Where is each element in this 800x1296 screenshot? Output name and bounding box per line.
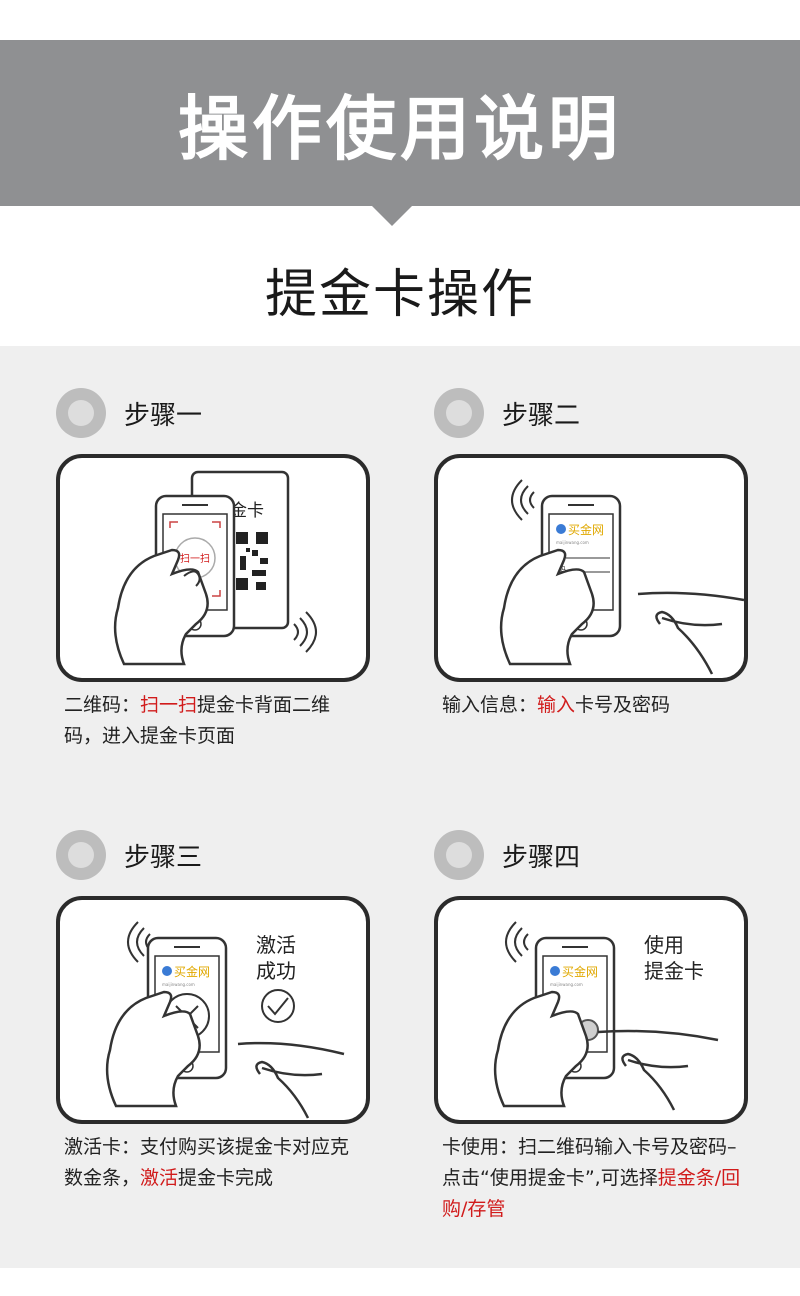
step-4-circle-icon — [434, 830, 484, 880]
step-1-label: 步骤一 — [124, 400, 203, 431]
step-3-circle-icon — [56, 830, 106, 880]
caption-highlight: 输入 — [537, 694, 576, 716]
scan-button: 扫一扫 — [180, 552, 210, 565]
step-1-illustration: 金卡 — [56, 454, 370, 682]
caption-text: 输入信息： — [442, 694, 538, 716]
success-check-icon — [261, 989, 295, 1023]
caption-highlight: 激活 — [140, 1167, 179, 1189]
scan-qr-illustration: 金卡 — [113, 470, 317, 666]
header-banner: 操作使用说明 — [0, 40, 800, 206]
activate-illustration: 买金网 maijinwang.com 激活 成功 — [105, 921, 345, 1119]
activate-line2: 成功 — [256, 959, 296, 983]
use-line2: 提金卡 — [644, 959, 704, 983]
logo-text: 买金网 — [174, 964, 210, 979]
logo-text: 买金网 — [562, 964, 598, 979]
footer-strip — [0, 1268, 800, 1296]
caption-text: 提金卡完成 — [178, 1167, 274, 1189]
caption-highlight: 扫一扫 — [140, 694, 198, 716]
qr-code-icon — [236, 532, 268, 592]
step-2-circle-icon — [434, 388, 484, 438]
caption-text: 二维码： — [64, 694, 141, 716]
nfc-wave-icon — [127, 921, 151, 963]
input-info-illustration: 买金网 maijinwang.com 卡号 密码 — [499, 479, 744, 675]
logo-bag-icon — [162, 966, 172, 976]
banner-arrow — [372, 206, 412, 226]
logo-bag-icon — [556, 524, 566, 534]
activate-line1: 激活 — [256, 933, 296, 957]
step-4-caption: 卡使用：扫二维码输入卡号及密码–点击“使用提金卡”,可选择提金条/回购/存管 — [442, 1132, 742, 1225]
use-card-illustration: 买金网 maijinwang.com 使用 提金卡 — [493, 921, 719, 1111]
step-1-circle-icon — [56, 388, 106, 438]
caption-text: 激活卡：支付购买该提金卡对应克数金条， — [64, 1136, 350, 1189]
nfc-wave-icon — [505, 921, 529, 963]
caption-text: 提金卡背面二维码，进入提金卡页面 — [64, 694, 331, 747]
page-subtitle: 提金卡操作 — [264, 265, 535, 325]
step-3-header: 步骤三 — [56, 830, 202, 880]
caption-text: 卡使用：扫二维码输入卡号及密码–点击“使用提金卡”,可选择 — [442, 1136, 737, 1189]
nfc-wave-icon — [511, 479, 535, 521]
caption-text: 卡号及密码 — [575, 694, 671, 716]
step-2-caption: 输入信息：输入卡号及密码 — [442, 690, 742, 721]
step-3-label: 步骤三 — [124, 842, 203, 873]
step-2-illustration: 买金网 maijinwang.com 卡号 密码 — [434, 454, 748, 682]
step-2-header: 步骤二 — [434, 388, 580, 438]
steps-panel: 步骤一 金卡 — [0, 346, 800, 1268]
step-4-illustration: 买金网 maijinwang.com 使用 提金卡 — [434, 896, 748, 1124]
logo-url: maijinwang.com — [556, 540, 589, 545]
step-3-illustration: 买金网 maijinwang.com 激活 成功 — [56, 896, 370, 1124]
step-1-header: 步骤一 — [56, 388, 202, 438]
step-4-header: 步骤四 — [434, 830, 580, 880]
logo-url: maijinwang.com — [550, 982, 583, 987]
step-2-label: 步骤二 — [502, 400, 581, 431]
logo-text: 买金网 — [568, 522, 604, 537]
nfc-wave-icon — [293, 611, 317, 653]
logo-url: maijinwang.com — [162, 982, 195, 987]
banner-title: 操作使用说明 — [178, 87, 622, 170]
gold-card-title: 金卡 — [230, 501, 264, 521]
step-1-caption: 二维码：扫一扫提金卡背面二维码，进入提金卡页面 — [64, 690, 364, 752]
logo-bag-icon — [550, 966, 560, 976]
step-4-label: 步骤四 — [502, 842, 581, 873]
step-3-caption: 激活卡：支付购买该提金卡对应克数金条，激活提金卡完成 — [64, 1132, 364, 1194]
caption-highlight: 提金条/回购/存管 — [442, 1167, 741, 1220]
use-line1: 使用 — [644, 933, 684, 957]
